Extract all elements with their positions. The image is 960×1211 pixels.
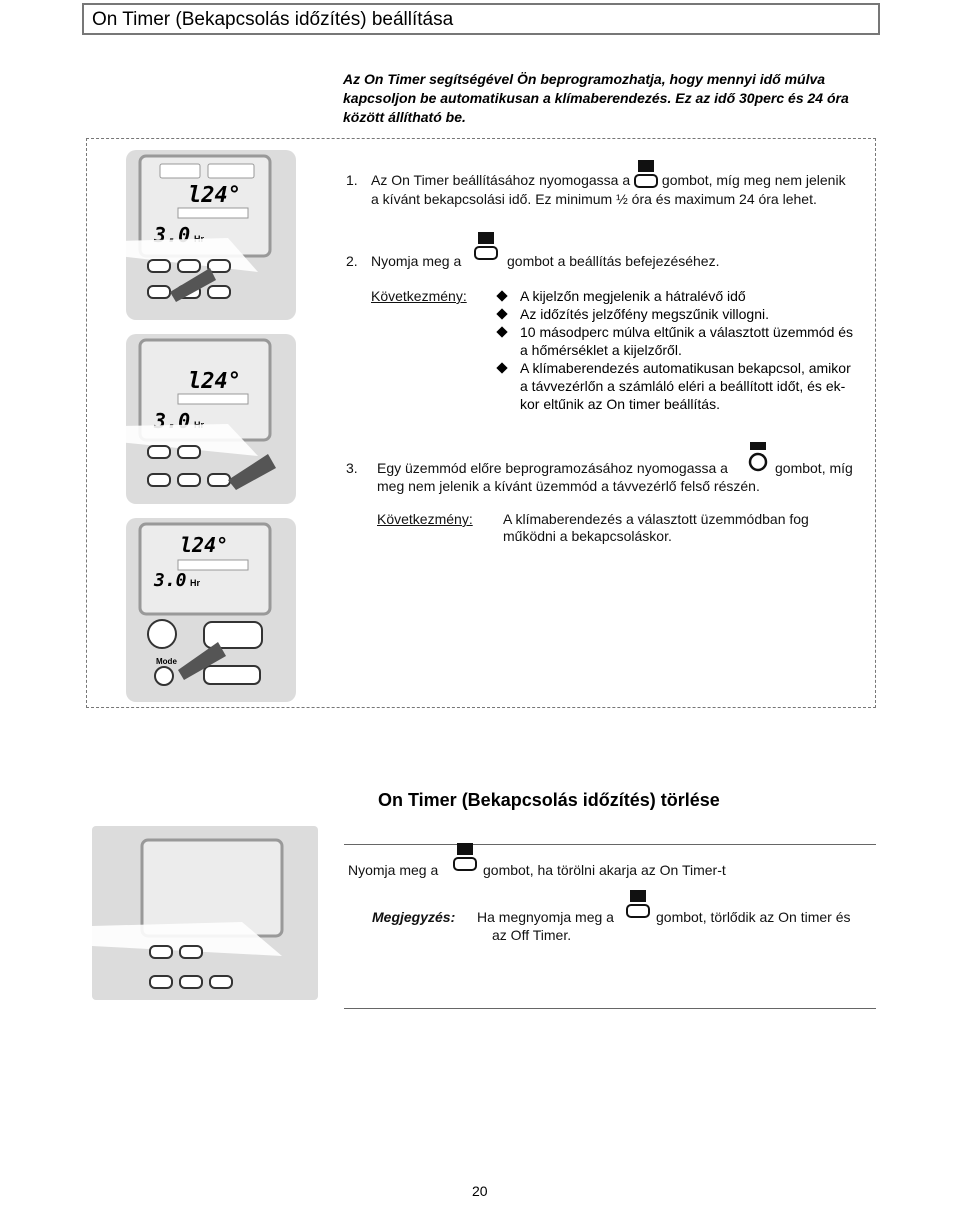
on-timer-button-icon <box>634 160 659 189</box>
step1-text-c: a kívánt bekapcsolási idő. Ez minimum ½ … <box>371 191 817 207</box>
mode-label: Mode <box>156 657 177 666</box>
lcd-screen-4 <box>140 838 284 938</box>
step1-text-a: Az On Timer beállításához nyomogassa a <box>371 172 631 188</box>
remote-illustration-4 <box>92 826 318 1000</box>
result-item-4-cont-2: kor eltűnik az On timer beállítás. <box>520 396 720 412</box>
lcd-temp-2: l24° <box>188 369 241 394</box>
note-text-a: Ha megnyomja meg a <box>477 909 614 925</box>
lcd-temp-3: l24° <box>180 533 228 557</box>
lcd-timer-3: 3.0 <box>153 570 187 591</box>
section2-line-b: gombot, ha törölni akarja az On Timer-t <box>483 862 726 878</box>
step1-text-b: gombot, míg meg nem jelenik <box>661 172 846 188</box>
section2-rule-bottom <box>344 1008 876 1009</box>
lcd-temp-1: l24° <box>188 183 241 208</box>
arrow-pointer-2 <box>228 454 276 490</box>
step2-result-list: A kijelzőn megjelenik a hátralévő idő Az… <box>496 287 868 413</box>
instructions-frame <box>86 138 876 708</box>
step3-result-label: Következmény: <box>377 511 473 527</box>
step3-text-c: meg nem jelenik a kívánt üzemmód a távve… <box>377 478 760 494</box>
page-title: On Timer (Bekapcsolás időzítés) beállítá… <box>92 9 454 30</box>
page-title-box: On Timer (Bekapcsolás időzítés) beállítá… <box>82 3 880 35</box>
remote-illustrations: l24° 3.0 Hr l24° 3.0 Hr l24° 3.0 Hr Mode <box>118 150 296 702</box>
step3-text-a: Egy üzemmód előre beprogramozásához nyom… <box>377 460 728 476</box>
note-text-c: az Off Timer. <box>492 927 572 943</box>
step2-text-b: gombot a beállítás befejezéséhez. <box>507 253 720 269</box>
arrow-pointer-3 <box>178 642 226 680</box>
lcd-hr-3: Hr <box>190 578 200 588</box>
section2-line-a: Nyomja meg a <box>348 862 439 878</box>
note-text-b: gombot, törlődik az On timer és <box>656 909 851 925</box>
step3-number: 3. <box>346 460 358 476</box>
intro-text: Az On Timer segítségével Ön beprogramozh… <box>343 71 849 125</box>
step3-result-a: A klímaberendezés a választott üzemmódba… <box>503 511 809 527</box>
power-button <box>147 619 177 649</box>
timer-set-button-icon <box>474 231 498 262</box>
result-item-3: 10 másodperc múlva eltűnik a választott … <box>520 324 854 340</box>
result-item-4-cont-1: a távvezérlőn a számláló eléri a beállít… <box>520 378 846 394</box>
step2-result-label: Következmény: <box>371 288 467 304</box>
mode-button <box>154 666 174 686</box>
section2-rule-top <box>344 844 876 845</box>
timer-button-icon-2 <box>453 842 477 873</box>
result-item-4: A klímaberendezés automatikusan bekapcso… <box>520 360 851 376</box>
note-label: Megjegyzés: <box>372 909 456 925</box>
timer-set-button-2 <box>207 473 231 487</box>
timer-button-icon-3 <box>626 889 650 920</box>
mode-button-icon <box>748 442 768 472</box>
result-item-1: A kijelzőn megjelenik a hátralévő idő <box>520 288 746 304</box>
result-item-2: Az időzítés jelzőfény megszűnik villogni… <box>520 306 770 322</box>
on-timer-button-1 <box>147 285 171 299</box>
page-number: 20 <box>472 1183 488 1199</box>
arrow-pointer-1 <box>170 268 216 302</box>
step2-number: 2. <box>346 253 358 269</box>
step2-text-a: Nyomja meg a <box>371 253 462 269</box>
step1-number: 1. <box>346 172 358 188</box>
section2-title: On Timer (Bekapcsolás időzítés) törlése <box>378 790 720 810</box>
step3-text-b: gombot, míg <box>775 460 853 476</box>
step3-result-b: működni a bekapcsoláskor. <box>503 528 672 544</box>
timer-cancel-button-4 <box>209 975 233 989</box>
result-item-3-cont: a hőmérséklet a kijelzőről. <box>520 342 682 358</box>
